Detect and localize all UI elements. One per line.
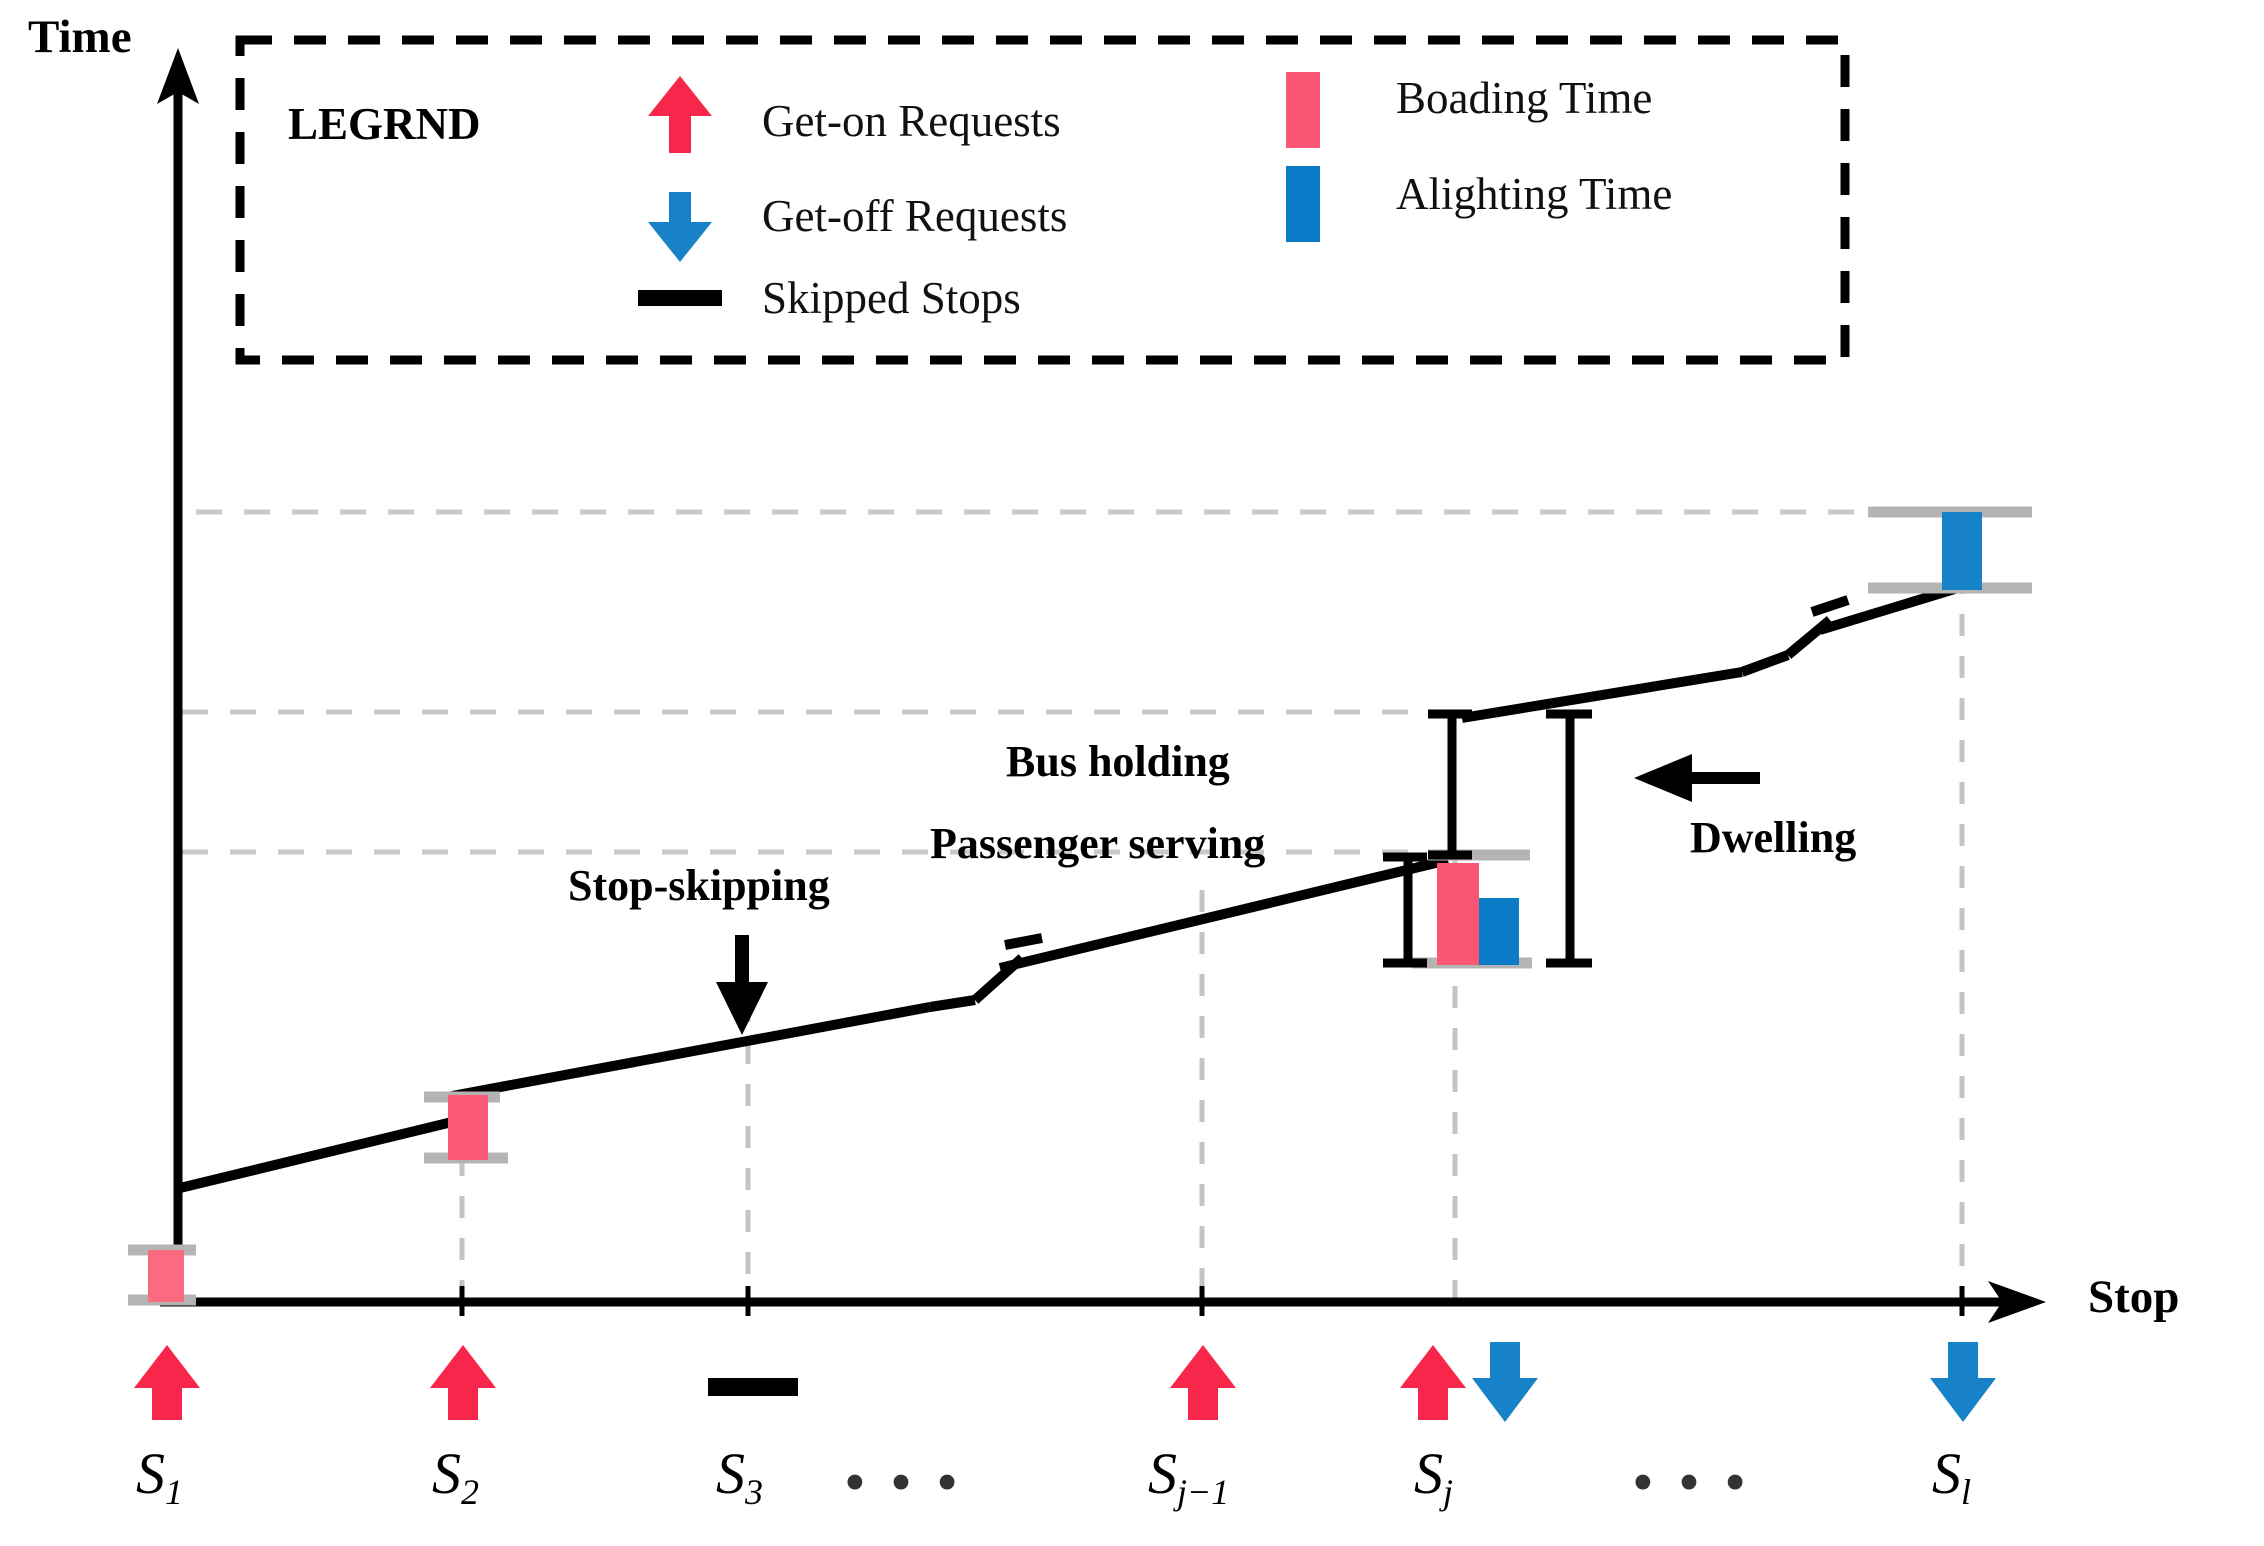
annotation-passenger-serving: Passenger serving	[930, 819, 1266, 868]
stop-label-s1: S1	[136, 1440, 183, 1513]
legend-arrow-down-icon	[648, 192, 712, 262]
stop-label-sj1-base: S	[1148, 1441, 1177, 1506]
boarding-bar-sj	[1437, 863, 1479, 965]
x-axis-title: Stop	[2088, 1271, 2180, 1323]
traj-break1-stub-b	[1004, 933, 1043, 950]
boarding-bar-s2	[448, 1095, 488, 1160]
legend-box	[235, 35, 1850, 365]
stop-label-sj1-sub: j−1	[1177, 1471, 1230, 1512]
axes	[157, 48, 2046, 1323]
legend-label-alighting[interactable]: Alighting Time	[1396, 169, 1673, 219]
stop-label-s2: S2	[432, 1440, 479, 1513]
traj-break-sj	[998, 855, 1450, 973]
stop-skipping-arrow-icon	[716, 935, 768, 1035]
legend-alighting-swatch-icon	[1286, 166, 1320, 242]
annotation-stop-skipping: Stop-skipping	[568, 861, 830, 910]
vertical-stop-guides	[459, 530, 1965, 1302]
bracket-dwelling	[1546, 709, 1592, 968]
stop-label-sl: Sl	[1932, 1440, 1971, 1513]
traj-sj-break2	[1461, 667, 1743, 723]
horizontal-gridlines	[182, 509, 2032, 855]
legend-label-skipped[interactable]: Skipped Stops	[762, 273, 1021, 323]
request-arrow-up-s2	[430, 1345, 496, 1420]
stop-label-s3: S3	[716, 1440, 763, 1513]
stop-label-sj: Sj	[1414, 1440, 1453, 1513]
legend-arrow-up-icon	[648, 76, 712, 153]
stop-label-s1-sub: 1	[165, 1471, 183, 1512]
stop-label-s2-sub: 2	[461, 1471, 479, 1512]
legend-bar-line-icon	[638, 290, 722, 306]
callout-arrows	[716, 754, 1760, 1035]
legend-title: LEGRND	[288, 99, 481, 149]
ellipsis-2: • • •	[1632, 1449, 1752, 1517]
alighting-bar-sj	[1479, 898, 1519, 965]
alighting-bar-sl	[1942, 512, 1982, 590]
request-arrow-up-sj1	[1170, 1345, 1236, 1420]
traj-break1-stub-a	[929, 995, 976, 1012]
annotation-dwelling: Dwelling	[1690, 813, 1857, 862]
stop-label-sj-minus-1: Sj−1	[1148, 1440, 1229, 1513]
traj-break2-stub-a	[1740, 650, 1790, 677]
stop-label-sj-base: S	[1414, 1441, 1443, 1506]
stop-label-sl-base: S	[1932, 1441, 1961, 1506]
dwelling-arrow-icon	[1634, 754, 1760, 802]
stop-label-s1-base: S	[136, 1441, 165, 1506]
annotation-bus-holding: Bus holding	[1006, 737, 1230, 786]
x-axis-ticks	[459, 1286, 1965, 1316]
traj-s2-break	[451, 1002, 931, 1101]
x-axis-arrowhead	[1988, 1281, 2046, 1323]
stop-label-sl-sub: l	[1961, 1471, 1971, 1512]
request-arrow-down-sj	[1472, 1342, 1538, 1422]
request-skip-bar-s3	[708, 1378, 798, 1396]
request-arrow-up-s1	[134, 1345, 200, 1420]
measure-brackets	[1383, 709, 1592, 968]
dwell-tick-caps	[128, 506, 2032, 1306]
stop-label-s3-base: S	[716, 1441, 745, 1506]
traj-s1-s2	[178, 1117, 454, 1193]
y-axis-arrowhead	[157, 48, 199, 104]
legend-boarding-swatch-icon	[1286, 72, 1320, 148]
request-arrow-up-sj	[1400, 1345, 1466, 1420]
legend-markers	[638, 72, 1320, 306]
traj-break2-sl	[1818, 583, 1960, 635]
legend-label-get-on[interactable]: Get-on Requests	[762, 96, 1061, 146]
bracket-bus-holding	[1428, 709, 1472, 860]
boarding-bar-s1	[148, 1250, 184, 1302]
y-axis-title: Time	[28, 11, 132, 63]
bus-trajectory	[178, 583, 1960, 1193]
traj-break2-stub-b	[1810, 595, 1850, 617]
legend-label-get-off[interactable]: Get-off Requests	[762, 191, 1068, 241]
stop-label-s2-base: S	[432, 1441, 461, 1506]
bracket-passenger-serving	[1383, 852, 1427, 968]
dwell-bars	[148, 512, 1982, 1302]
stop-label-s3-sub: 3	[745, 1471, 763, 1512]
request-arrow-down-sl	[1930, 1342, 1996, 1422]
legend-label-boarding[interactable]: Boading Time	[1396, 73, 1653, 123]
ellipsis-1: • • •	[844, 1449, 964, 1517]
stop-label-sj-sub: j	[1443, 1471, 1453, 1512]
stop-request-arrows	[134, 1342, 1996, 1422]
